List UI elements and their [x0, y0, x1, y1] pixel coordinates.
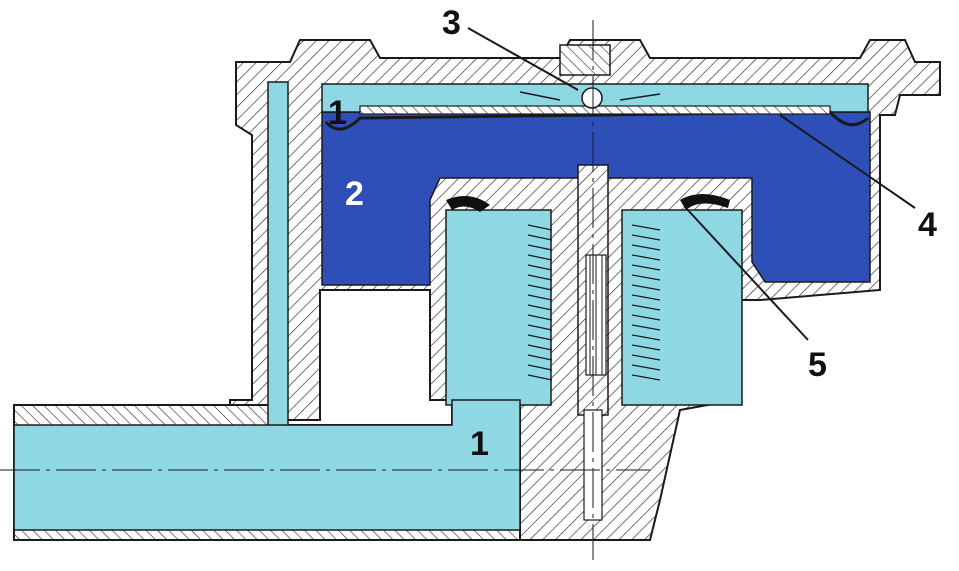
callout-1-top: 1	[328, 94, 347, 132]
leader-line-3	[467, 27, 579, 91]
check-valve	[519, 44, 661, 109]
callout-5: 5	[808, 346, 827, 384]
spring-chamber-right	[621, 209, 743, 406]
seal-right	[680, 194, 730, 210]
callout-4: 4	[918, 206, 937, 244]
callout-1-bottom: 1	[470, 425, 489, 463]
coil-springs	[527, 224, 661, 381]
leader-line-5	[685, 207, 809, 341]
outlet-tube	[13, 399, 521, 531]
diaphragm	[324, 110, 869, 131]
callout-2: 2	[345, 175, 364, 213]
spring-chamber-left	[445, 209, 552, 406]
callout-3: 3	[442, 4, 461, 42]
leader-line-4	[779, 114, 916, 209]
chamber-2	[321, 111, 871, 286]
seal-left	[446, 196, 490, 212]
vertical-channel	[267, 81, 289, 428]
